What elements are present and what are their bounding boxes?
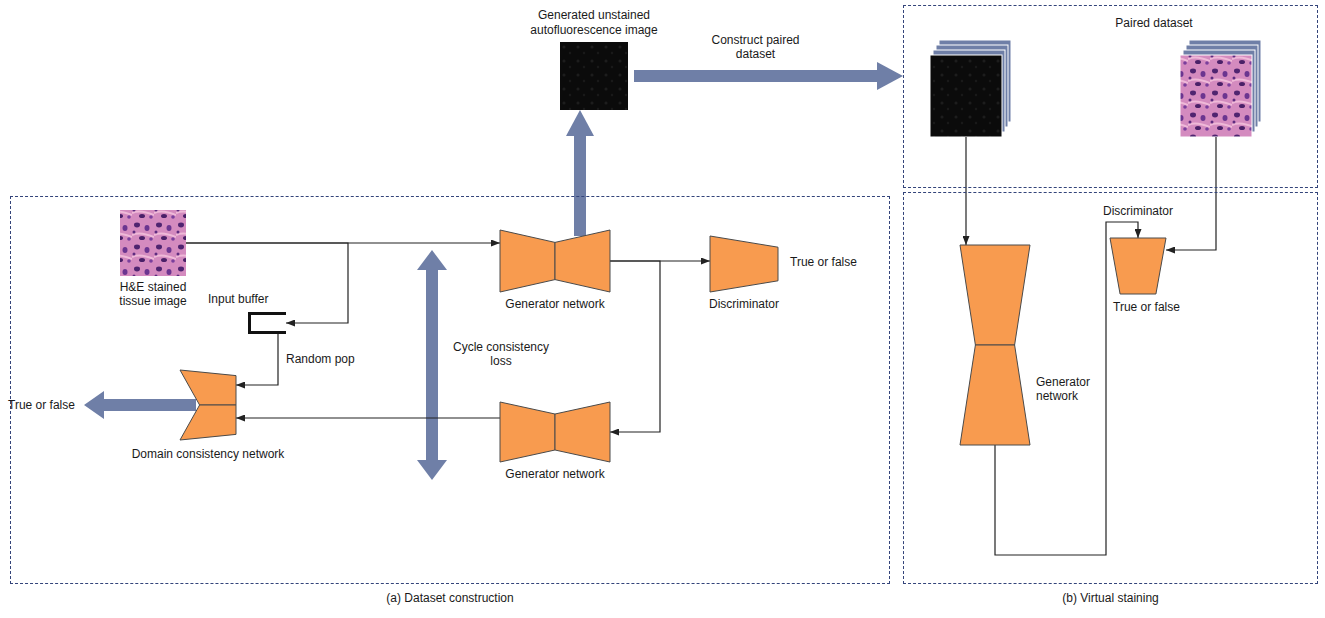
network-shape [555, 402, 610, 462]
he-image [1180, 55, 1252, 137]
label-slot: Input buffer [208, 292, 269, 306]
he-image [120, 210, 186, 276]
label-slot: Paired dataset [1104, 16, 1204, 30]
generator-network: Generator network [500, 230, 610, 292]
network-shape [180, 370, 236, 405]
figure-label: True or false [1113, 300, 1180, 314]
node-label: Paired dataset [1104, 16, 1204, 30]
lead-line [965, 137, 966, 188]
discriminator-network: Discriminator [710, 236, 778, 292]
network-shape [500, 402, 555, 462]
image-node: H&E stained tissue image [120, 210, 186, 276]
node-label: Generator network [505, 467, 604, 481]
connector [236, 417, 500, 418]
generator-network: Generator network [960, 245, 1030, 445]
node-label: Generator network [505, 297, 604, 311]
figure-label: Cycle consistency loss [446, 340, 556, 369]
node-label: (a) Dataset construction [386, 591, 513, 605]
node-label: Discriminator [709, 297, 779, 311]
node-outline [500, 230, 610, 292]
label-slot: Discriminator [1103, 204, 1173, 218]
flow-arrow [574, 136, 586, 236]
node-label: (b) Virtual staining [1062, 591, 1159, 605]
network-shape [960, 245, 1030, 345]
lead-line [1215, 137, 1216, 188]
network-shape [500, 230, 555, 292]
generator-network: Generator network [500, 402, 610, 462]
domain-network: Domain consistency network [180, 370, 236, 440]
buffer-symbol: Input buffer [248, 312, 286, 334]
node-label: Generated unstained autofluorescence ima… [519, 8, 669, 37]
stage-panel: (b) Virtual stainingGenerator networkDis… [903, 192, 1318, 584]
node-outline [960, 245, 1030, 445]
connector [186, 243, 348, 323]
flow-arrow [634, 70, 877, 82]
network-shape [710, 236, 778, 292]
edge-label: Random pop [286, 352, 355, 366]
figure-label: True or false [8, 398, 75, 412]
image-node: Generated unstained autofluorescence ima… [560, 42, 628, 110]
label-slot: Random pop [286, 352, 355, 366]
stage-panel: (a) Dataset constructionH&E stained tiss… [10, 196, 890, 584]
label-slot: Generator network [1036, 375, 1096, 404]
buffer-bracket [250, 314, 287, 333]
autofluorescence-image [930, 55, 1002, 137]
connector [236, 334, 278, 385]
node-label: Input buffer [208, 292, 269, 306]
node-outline [1110, 238, 1166, 294]
label-slot: Generator network [505, 467, 604, 481]
label-slot: Construct paired dataset [701, 33, 811, 62]
discriminator-network: Discriminator [1110, 238, 1166, 294]
dataset-panel: Paired dataset [903, 5, 1318, 188]
label-slot: True or false [1113, 300, 1180, 314]
network-shape [960, 345, 1030, 445]
label-slot: True or false [8, 398, 75, 412]
label-slot: (b) Virtual staining [1062, 591, 1159, 605]
output-arrow [84, 391, 196, 419]
label-slot: True or false [790, 255, 857, 269]
double-arrow [417, 250, 447, 480]
label-slot: Discriminator [709, 297, 779, 311]
figure-label: True or false [790, 255, 857, 269]
network-shape [1110, 238, 1166, 294]
label-slot: Generator network [505, 297, 604, 311]
connector [1166, 188, 1216, 250]
node-outline [180, 370, 236, 440]
node-label: Domain consistency network [132, 447, 285, 461]
network-shape [180, 405, 236, 440]
node-label: Discriminator [1103, 204, 1173, 218]
connector [965, 188, 966, 245]
node-outline [500, 402, 610, 462]
label-slot: H&E stained tissue image [108, 280, 198, 309]
label-slot: Domain consistency network [132, 447, 285, 461]
connector [610, 261, 660, 432]
node-label: Generator network [1036, 375, 1096, 404]
network-shape [555, 230, 610, 292]
label-slot: Cycle consistency loss [446, 340, 556, 369]
label-slot: (a) Dataset construction [386, 591, 513, 605]
node-label: H&E stained tissue image [108, 280, 198, 309]
autofluorescence-image [560, 42, 628, 110]
label-slot: Generated unstained autofluorescence ima… [519, 8, 669, 37]
node-outline [248, 312, 286, 334]
edge-label: Construct paired dataset [701, 33, 811, 62]
node-outline [710, 236, 778, 292]
